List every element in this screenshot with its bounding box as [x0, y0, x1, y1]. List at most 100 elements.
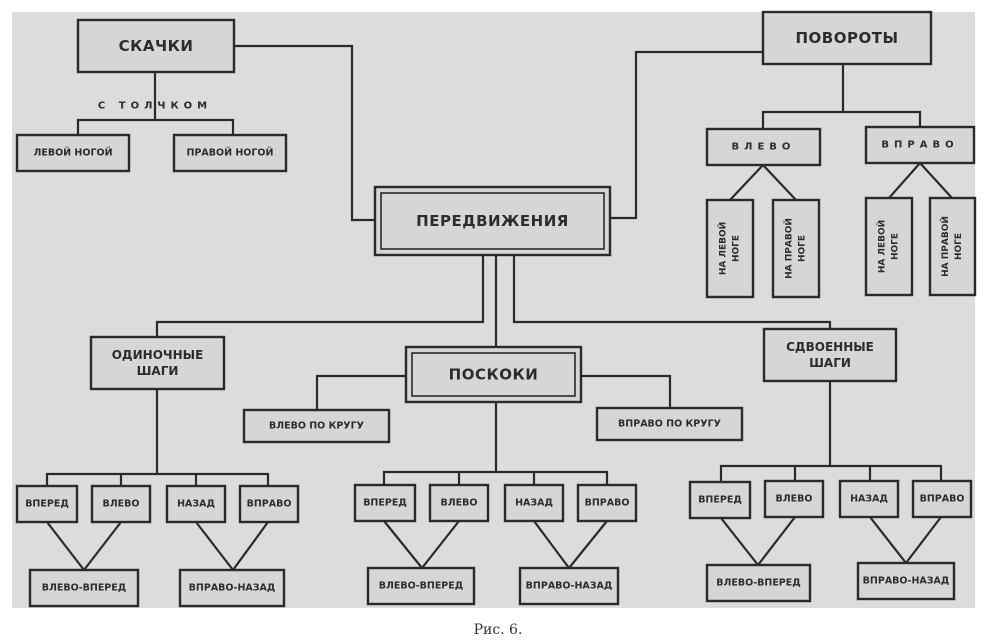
- connector-s_vpered-to-s_vlevo_vpered: [720, 517, 759, 566]
- node-box: [838, 479, 900, 519]
- connector-poskoki-to-vlevo_po_krugu: [315, 374, 406, 410]
- node-label: ПРАВОЙ НОГОЙ: [187, 147, 274, 159]
- node-label: ШАГИ: [809, 356, 851, 370]
- node-box: [242, 408, 391, 444]
- node-box: [864, 125, 976, 165]
- connector-p_vlevo-to-p_vlevo_vpered: [421, 520, 460, 569]
- node-label: НАЗАД: [177, 499, 215, 510]
- node-label: ВПРАВО: [881, 140, 958, 151]
- node-label: НА ПРАВОЙ: [783, 218, 795, 279]
- node-o-vpravo-nazad: ВПРАВО-НАЗАД: [178, 568, 286, 608]
- node-p-vpered: ВПЕРЕД: [353, 483, 417, 523]
- node-label: ВПРАВО ПО КРУГУ: [618, 419, 722, 430]
- node-label: ВПРАВО-НАЗАД: [526, 581, 613, 592]
- node-s-vpravo-nazad: ВПРАВО-НАЗАД: [856, 561, 956, 601]
- node-levoy-nogoy: ЛЕВОЙ НОГОЙ: [15, 133, 131, 173]
- node-s-vlevo-vpered: ВЛЕВО-ВПЕРЕД: [705, 563, 812, 603]
- connector-s_vlevo-to-s_vlevo_vpered: [757, 516, 796, 566]
- node-pravoy-nogoy: ПРАВОЙ НОГОЙ: [172, 133, 288, 173]
- connector-s_nazad-to-s_vpravo_nazad: [869, 516, 907, 564]
- node-label: НОГЕ: [954, 233, 964, 260]
- node-skachki: СКАЧКИ: [76, 18, 236, 74]
- node-o-vlevo: ВЛЕВО: [90, 484, 152, 524]
- node-label: ВЛЕВО-ВПЕРЕД: [379, 581, 463, 592]
- node-label: НА ПРАВОЙ: [939, 216, 951, 277]
- node-label: ВЛЕВО: [732, 142, 796, 153]
- connector-pov_vpravo-to-vpravo_na_pravoy: [919, 162, 953, 199]
- node-s-vlevo: ВЛЕВО: [763, 479, 825, 519]
- node-box: [28, 568, 140, 608]
- connector-poskoki-to-p_vpered: [382, 402, 498, 485]
- node-box: [518, 566, 620, 606]
- node-p-vlevo-vpered: ВЛЕВО-ВПЕРЕД: [366, 566, 476, 606]
- node-label: ВЛЕВО: [776, 494, 813, 505]
- node-label: НАЗАД: [850, 494, 888, 505]
- node-povoroty: ПОВОРОТЫ: [761, 10, 933, 66]
- connector-lines: [45, 44, 953, 571]
- node-box: [856, 561, 956, 601]
- node-box: [404, 345, 583, 404]
- node-label: ВПРАВО: [920, 494, 965, 505]
- node-vlevo-po-krugu: ВЛЕВО ПО КРУГУ: [242, 408, 391, 444]
- connector-root-to-skachki: [234, 44, 375, 222]
- connector-root-to-odinochnye: [155, 255, 485, 337]
- node-label: ПОСКОКИ: [449, 366, 539, 384]
- node-box: [15, 133, 131, 173]
- connector-s_vpravo-to-s_vpravo_nazad: [905, 516, 942, 564]
- node-box: [353, 483, 417, 523]
- node-pov-vlevo: ВЛЕВО: [705, 127, 822, 167]
- node-label: ВПРАВО-НАЗАД: [863, 576, 950, 587]
- node-label: ШАГИ: [137, 364, 179, 378]
- node-label: ВПЕРЕД: [25, 499, 69, 510]
- connector-o_vpravo-to-o_vpravo_nazad: [232, 521, 269, 571]
- connector-povoroty-to-pov_vlevo: [761, 64, 845, 129]
- node-box: [165, 484, 227, 524]
- connector-skachki-to-pravoy_nogoy: [155, 118, 235, 135]
- node-box: [178, 568, 286, 608]
- node-p-vlevo: ВЛЕВО: [428, 483, 490, 523]
- node-label: ВПРАВО: [247, 499, 292, 510]
- node-p-nazad: НАЗАД: [503, 483, 565, 523]
- node-vpravo-po-krugu: ВПРАВО ПО КРУГУ: [595, 406, 744, 442]
- node-box: [76, 18, 236, 74]
- connector-povoroty-to-pov_vpravo: [843, 110, 922, 127]
- connector-pov_vlevo-to-vlevo_na_levoy: [729, 164, 764, 201]
- node-box: [172, 133, 288, 173]
- node-p-vpravo-nazad: ВПРАВО-НАЗАД: [518, 566, 620, 606]
- node-label: ЛЕВОЙ НОГОЙ: [33, 147, 112, 159]
- node-box: [90, 484, 152, 524]
- node-label: НА ЛЕВОЙ: [717, 222, 729, 275]
- connector-p_nazad-to-p_vpravo_nazad: [533, 520, 570, 569]
- connector-p_vpered-to-p_vlevo_vpered: [383, 520, 423, 569]
- node-label: НОГЕ: [798, 235, 808, 262]
- node-pov-vpravo: ВПРАВО: [864, 125, 976, 165]
- node-label: ПОВОРОТЫ: [795, 29, 898, 47]
- connector-root-to-sdvoennye: [512, 255, 832, 329]
- node-box: [576, 483, 638, 523]
- node-box: [89, 335, 226, 391]
- node-label: ВПЕРЕД: [698, 495, 742, 506]
- node-box: [771, 198, 821, 299]
- node-label: ВЛЕВО: [103, 499, 140, 510]
- node-o-vlevo-vpered: ВЛЕВО-ВПЕРЕД: [28, 568, 140, 608]
- node-box: [503, 483, 565, 523]
- connector-sdvoennye-to-s_vpravo: [830, 464, 943, 481]
- node-label: ВЛЕВО: [441, 498, 478, 509]
- node-box: [688, 480, 752, 520]
- node-box: [705, 127, 822, 167]
- node-box: [238, 484, 300, 524]
- node-box: [761, 10, 933, 66]
- node-s-vpered: ВПЕРЕД: [688, 480, 752, 520]
- connector-pov_vpravo-to-vpravo_na_levoy: [888, 162, 921, 199]
- node-label: ВЛЕВО-ВПЕРЕД: [42, 583, 126, 594]
- connector-p_vpravo-to-p_vpravo_nazad: [568, 520, 608, 569]
- node-label: ОДИНОЧНЫЕ: [112, 348, 204, 362]
- node-label: СДВОЕННЫЕ: [786, 340, 874, 354]
- node-box: [762, 327, 898, 383]
- node-box: [15, 484, 79, 524]
- node-box: [911, 479, 973, 519]
- node-box: [428, 483, 490, 523]
